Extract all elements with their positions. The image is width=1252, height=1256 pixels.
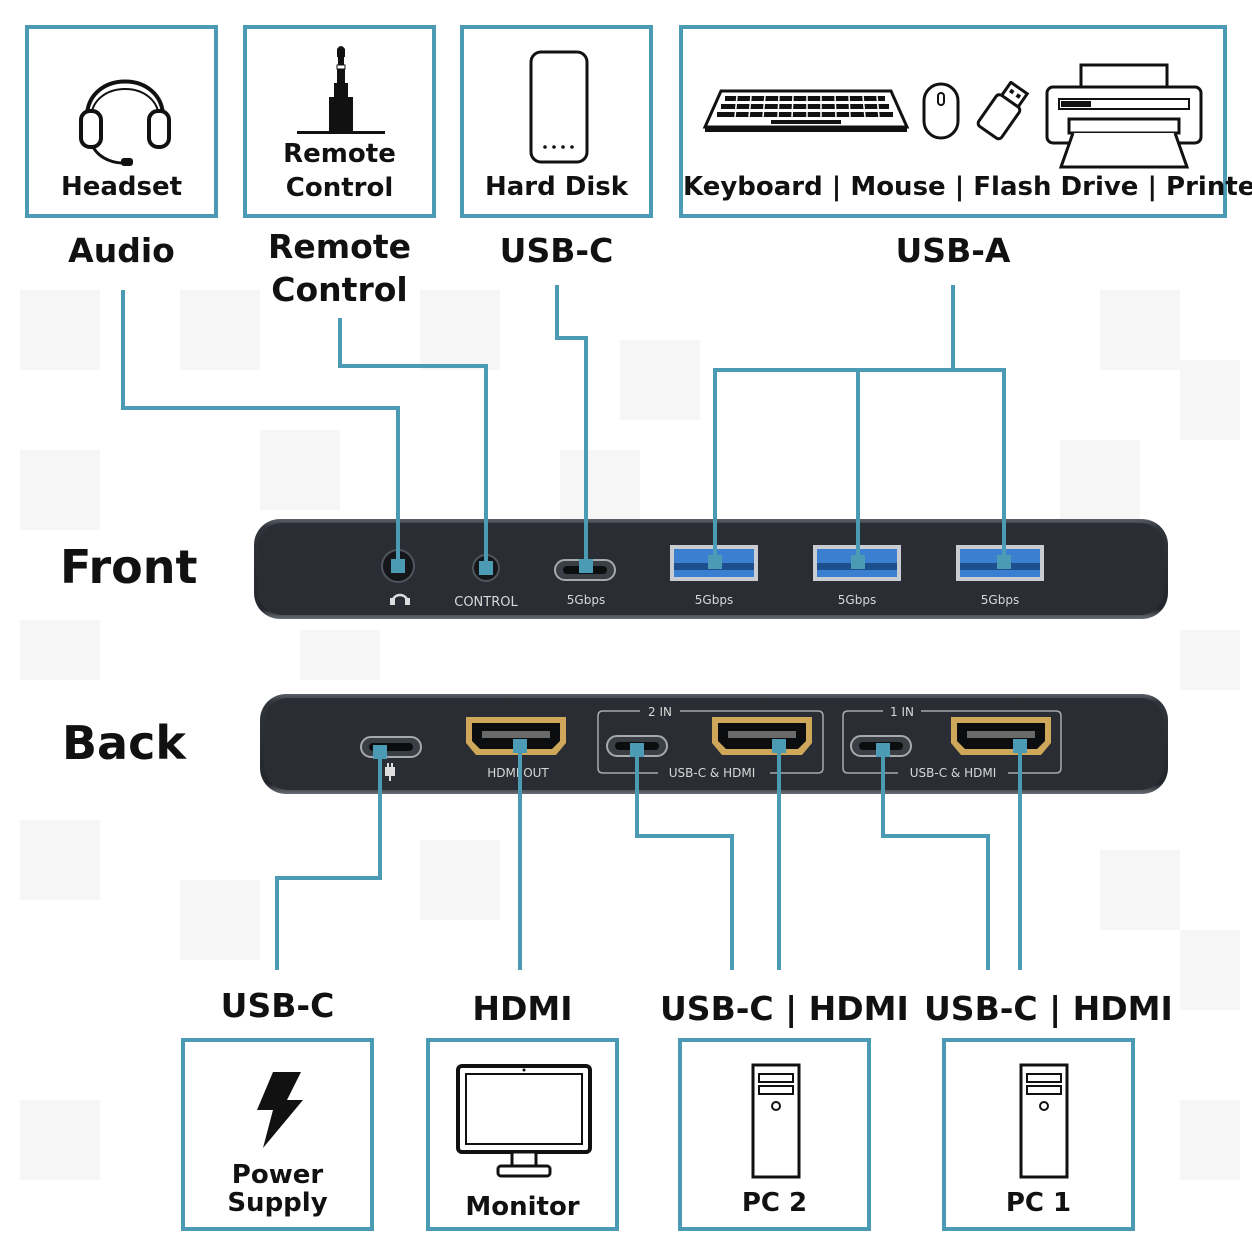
front-usb-a-2-speed: 5Gbps — [838, 593, 876, 607]
line-audio — [121, 290, 400, 566]
port-label-usb-c-top: USB-C — [499, 231, 614, 270]
power-supply-box: Power Supply — [181, 1038, 374, 1231]
headset-icon — [79, 79, 171, 166]
power-plug-symbol-icon — [385, 763, 395, 781]
group-1-title: 1 IN — [890, 705, 914, 719]
front-usb-a-3-speed: 5Gbps — [981, 593, 1019, 607]
front-title: Front — [60, 540, 198, 594]
port-label-audio: Audio — [68, 231, 175, 270]
usb-a-devices-box: Keyboard | Mouse | Flash Drive | Printer — [679, 25, 1252, 218]
back-title: Back — [62, 716, 186, 770]
pc1-box: PC 1 — [942, 1038, 1135, 1231]
port-label-remote-line2: Control — [271, 270, 408, 309]
input-group-1-frame — [842, 710, 1062, 774]
lightning-icon — [257, 1072, 303, 1148]
control-port-label: CONTROL — [454, 595, 518, 610]
line-usb-c-front — [555, 285, 588, 566]
hard-disk-icon — [529, 50, 589, 164]
port-label-remote-line1: Remote — [267, 227, 411, 266]
harddisk-device-box: Hard Disk — [460, 25, 653, 218]
monitor-icon — [456, 1064, 592, 1178]
port-label-pc2: USB-C | HDMI — [660, 989, 909, 1028]
line-pc1-usb-c — [881, 745, 990, 970]
pc2-box: PC 2 — [678, 1038, 871, 1231]
port-label-pc1: USB-C | HDMI — [924, 989, 1173, 1028]
flash-drive-icon — [976, 81, 1030, 141]
group-1-label: USB-C & HDMI — [910, 766, 996, 780]
input-group-2-frame — [597, 710, 824, 774]
group-2-label: USB-C & HDMI — [669, 766, 755, 780]
line-pc2-usb-c — [635, 745, 734, 970]
front-usb-a-1-speed: 5Gbps — [695, 593, 733, 607]
port-label-usb-a: USB-A — [895, 231, 1011, 270]
headset-label: Headset — [60, 172, 183, 202]
remote-device-box: Remote Control — [243, 25, 436, 218]
pc2-label: PC 2 — [741, 1188, 808, 1218]
monitor-label: Monitor — [465, 1192, 580, 1222]
line-power — [275, 750, 382, 970]
group-2-title: 2 IN — [648, 705, 672, 719]
power-label-line1: Power — [231, 1160, 324, 1190]
audio-jack-icon — [297, 46, 385, 134]
port-label-power-usb-c: USB-C — [220, 986, 335, 1025]
port-label-hdmi: HDMI — [472, 989, 573, 1028]
remote-label-line1: Remote — [283, 139, 396, 169]
usb-a-devices-label: Keyboard | Mouse | Flash Drive | Printer — [683, 172, 1252, 202]
front-usb-c-speed: 5Gbps — [567, 593, 605, 607]
power-label-line2: Supply — [227, 1188, 328, 1218]
pc-tower-icon — [1019, 1063, 1069, 1179]
mouse-icon — [922, 82, 960, 140]
pc1-label: PC 1 — [1005, 1188, 1072, 1218]
printer-icon — [1045, 63, 1203, 169]
remote-label-line2: Control — [285, 173, 394, 203]
headset-device-box: Headset — [25, 25, 218, 218]
harddisk-label: Hard Disk — [484, 172, 629, 202]
pc-tower-icon — [751, 1063, 801, 1179]
line-remote — [338, 318, 488, 568]
monitor-box: Monitor — [426, 1038, 619, 1231]
keyboard-icon — [702, 89, 910, 132]
headphone-symbol-icon — [390, 593, 410, 605]
